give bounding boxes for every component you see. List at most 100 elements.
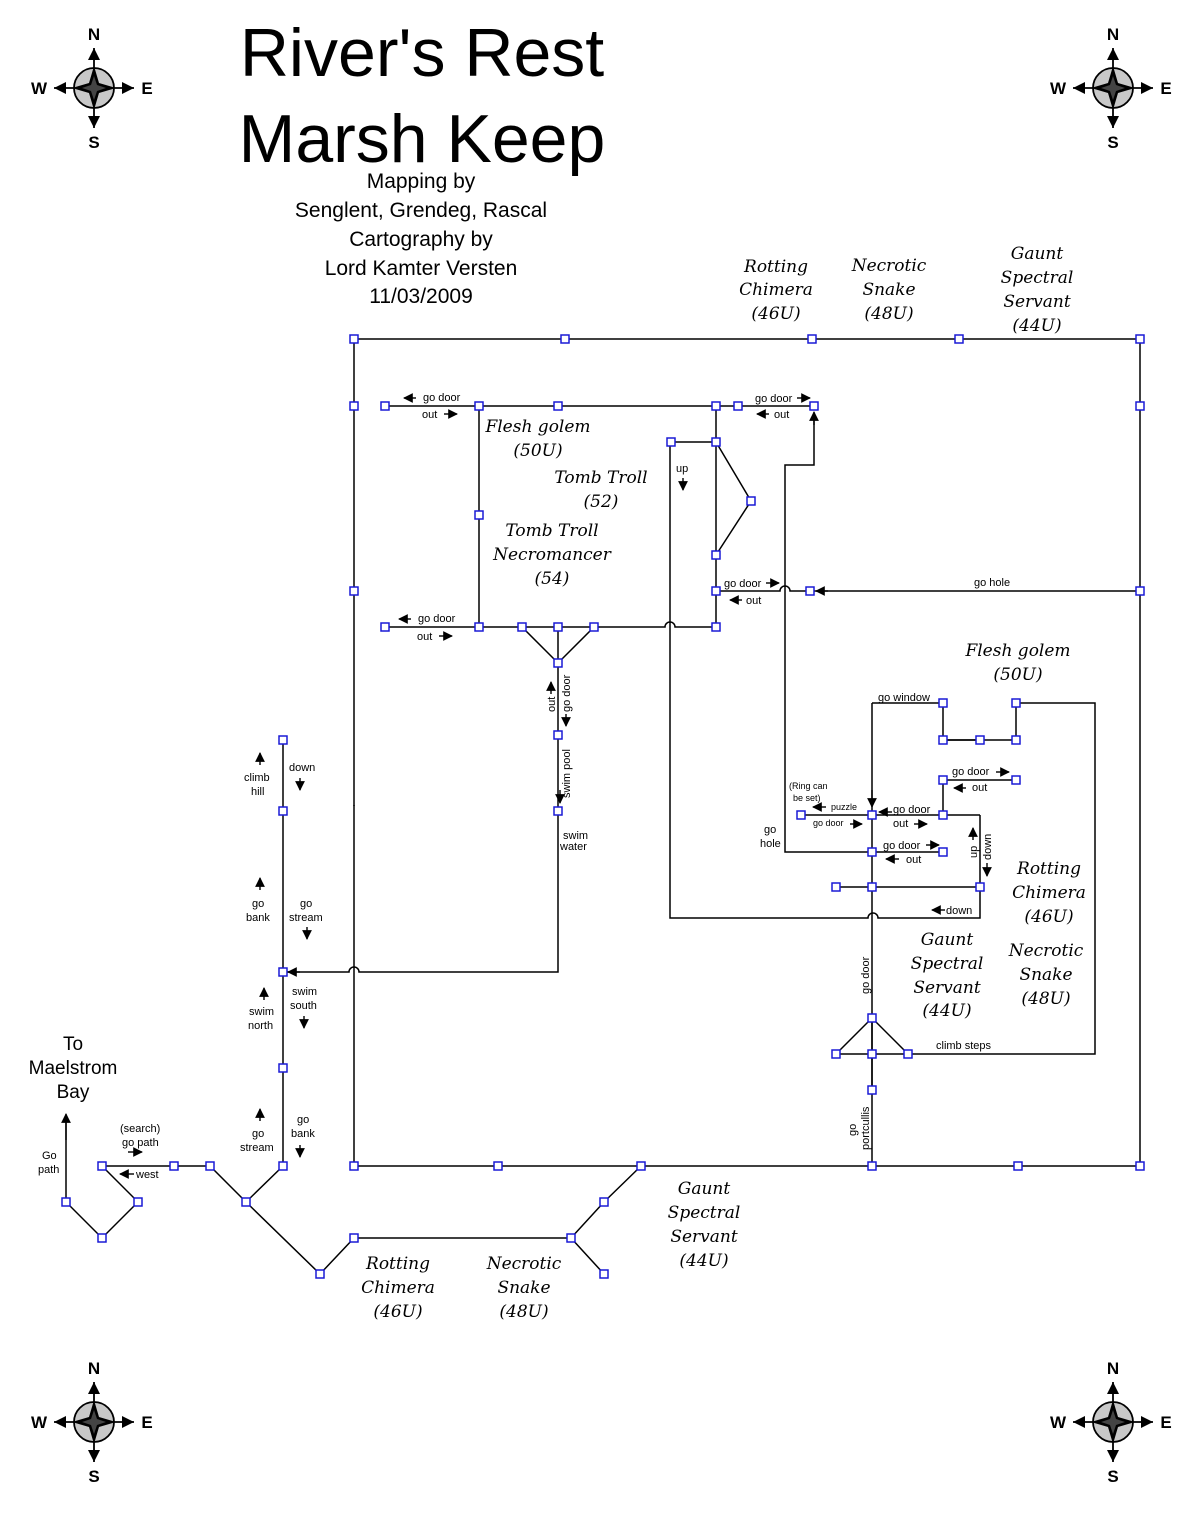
place-label: To bbox=[63, 1034, 83, 1055]
label-go-path: Go bbox=[42, 1150, 57, 1162]
room-node bbox=[711, 550, 721, 560]
mob-gaunt-spectral-servant-mid: Gaunt Spectral Servant (44U) bbox=[911, 930, 984, 1021]
mob-label: Spectral bbox=[911, 954, 984, 974]
compass-east: E bbox=[1160, 1413, 1171, 1432]
label-go-stream: go bbox=[300, 898, 312, 910]
map-paths bbox=[65, 338, 1141, 1276]
label-go-door: go door bbox=[418, 613, 456, 625]
label-out: out bbox=[893, 818, 908, 830]
mob-necrotic-snake-top: Necrotic Snake (48U) bbox=[851, 256, 927, 324]
label-go-portcullis: go bbox=[847, 1124, 859, 1136]
label-go-door: go door bbox=[860, 956, 872, 994]
label-go-door: go door bbox=[724, 578, 762, 590]
mob-gaunt-spectral-servant-bottom: Gaunt Spectral Servant (44U) bbox=[668, 1179, 741, 1271]
label-climb-hill: hill bbox=[251, 786, 264, 798]
mob-label: (50U) bbox=[513, 441, 562, 461]
compass-south: S bbox=[88, 133, 99, 152]
map-nodes bbox=[61, 334, 1145, 1279]
label-go-portcullis: portcullis bbox=[860, 1106, 872, 1150]
mob-flesh-golem-right: Flesh golem (50U) bbox=[964, 641, 1070, 685]
label-go-stream: stream bbox=[289, 912, 323, 924]
label-go-path: path bbox=[38, 1164, 59, 1176]
compass-bottom-left: N S W E bbox=[31, 1359, 153, 1486]
mob-necrotic-snake-bottom: Necrotic Snake (48U) bbox=[486, 1254, 562, 1322]
label-out: out bbox=[422, 409, 437, 421]
mob-label: Flesh golem bbox=[964, 641, 1070, 661]
mob-label: Snake bbox=[1019, 965, 1072, 985]
compass-west: W bbox=[1050, 1413, 1067, 1432]
room-node bbox=[553, 622, 563, 632]
label-down: down bbox=[982, 834, 994, 860]
room-node bbox=[61, 1197, 71, 1207]
mob-gaunt-spectral-servant-top: Gaunt Spectral Servant (44U) bbox=[1001, 244, 1074, 336]
mob-label: Chimera bbox=[1012, 883, 1086, 903]
room-node bbox=[553, 401, 563, 411]
mob-label: Gaunt bbox=[921, 930, 974, 950]
mob-label: Rotting bbox=[365, 1254, 430, 1274]
label-climb-steps: climb steps bbox=[936, 1040, 992, 1052]
label-go-bank: bank bbox=[246, 912, 270, 924]
label-go-bank: bank bbox=[291, 1128, 315, 1140]
mob-label: Tomb Troll bbox=[554, 468, 647, 488]
room-node bbox=[746, 496, 756, 506]
room-node bbox=[553, 658, 563, 668]
mob-label: (48U) bbox=[1021, 989, 1070, 1009]
room-node bbox=[867, 1161, 877, 1171]
room-node bbox=[278, 806, 288, 816]
mob-tomb-troll-necromancer: Tomb Troll Necromancer (54) bbox=[492, 521, 612, 589]
label-climb-hill: climb bbox=[244, 772, 270, 784]
room-node bbox=[666, 437, 676, 447]
mob-rotting-chimera-bottom: Rotting Chimera (46U) bbox=[361, 1254, 435, 1322]
room-node bbox=[133, 1197, 143, 1207]
mob-label: Gaunt bbox=[1011, 244, 1064, 264]
mob-label: (44U) bbox=[1012, 316, 1061, 336]
mob-label: Snake bbox=[497, 1278, 550, 1298]
room-node bbox=[315, 1269, 325, 1279]
label-out: out bbox=[972, 782, 987, 794]
room-node bbox=[975, 882, 985, 892]
label-ring-can-be-set: be set) bbox=[793, 793, 821, 803]
room-node bbox=[278, 967, 288, 977]
mob-label: Necromancer bbox=[492, 545, 612, 565]
label-swim-pool: swim pool bbox=[561, 749, 573, 798]
mob-label: (44U) bbox=[922, 1001, 971, 1021]
room-node bbox=[809, 401, 819, 411]
label-out: out bbox=[417, 631, 432, 643]
label-search-go-path: (search) bbox=[120, 1123, 160, 1135]
mob-tomb-troll: Tomb Troll (52) bbox=[554, 468, 647, 512]
label-go-bank: go bbox=[297, 1114, 309, 1126]
room-node bbox=[867, 1085, 877, 1095]
place-label: Bay bbox=[57, 1082, 90, 1103]
label-go-bank: go bbox=[252, 898, 264, 910]
mob-label: (46U) bbox=[1024, 907, 1073, 927]
label-go-door: go door bbox=[952, 766, 990, 778]
label-go-stream: stream bbox=[240, 1142, 274, 1154]
label-go-door: go door bbox=[813, 818, 844, 828]
compass-top-left: N S W E bbox=[31, 25, 153, 152]
room-node bbox=[867, 1013, 877, 1023]
room-node bbox=[867, 810, 877, 820]
room-node bbox=[349, 1233, 359, 1243]
compass-north: N bbox=[88, 1359, 100, 1378]
room-node bbox=[1011, 698, 1021, 708]
label-puzzle: puzzle bbox=[831, 802, 857, 812]
room-node bbox=[349, 401, 359, 411]
room-node bbox=[566, 1233, 576, 1243]
credit-line: 11/03/2009 bbox=[369, 285, 473, 308]
map-title-line2: Marsh Keep bbox=[239, 101, 606, 177]
room-node bbox=[831, 1049, 841, 1059]
compass-rose-icon bbox=[53, 47, 135, 129]
compass-west: W bbox=[1050, 79, 1067, 98]
label-down: down bbox=[289, 762, 315, 774]
room-node bbox=[1011, 735, 1021, 745]
label-out: out bbox=[774, 409, 789, 421]
label-swim-water: water bbox=[559, 841, 587, 853]
room-node bbox=[796, 810, 806, 820]
label-swim-north: north bbox=[248, 1020, 273, 1032]
mob-label: (48U) bbox=[864, 304, 913, 324]
mob-label: Tomb Troll bbox=[505, 521, 598, 541]
mob-label: Snake bbox=[862, 280, 915, 300]
room-node bbox=[278, 735, 288, 745]
mob-flesh-golem-upper: Flesh golem (50U) bbox=[484, 417, 590, 461]
compass-rose-icon bbox=[1072, 47, 1154, 129]
